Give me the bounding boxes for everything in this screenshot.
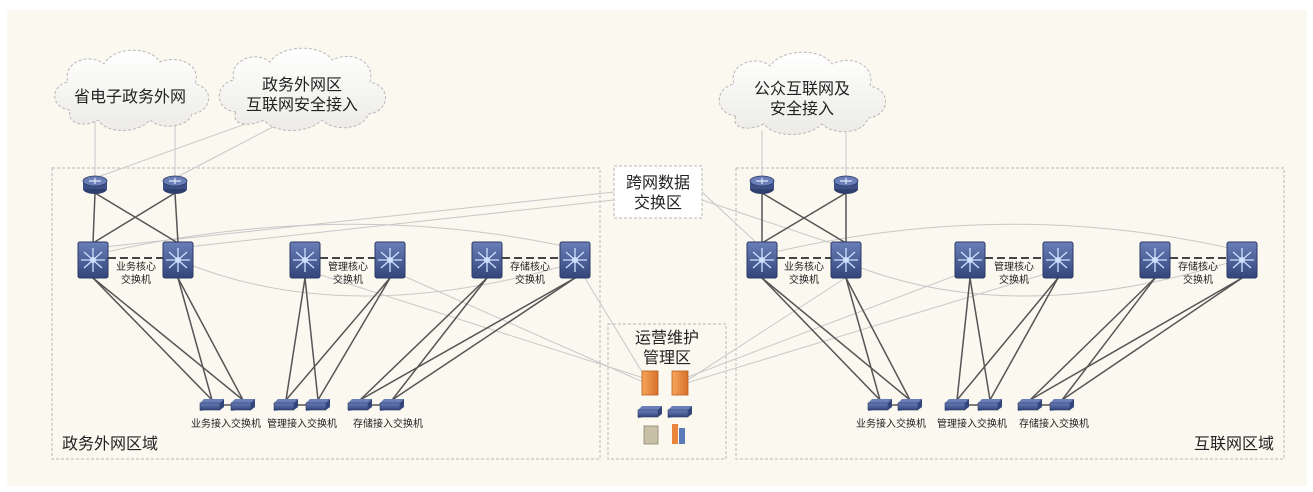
business-core-label-1: 业务核心: [116, 260, 156, 273]
core-switch-icon: [374, 241, 406, 279]
ops-zone: [607, 323, 727, 460]
mgmt-access-label: 管理接入交换机: [937, 417, 1007, 430]
cross-network-zone: [613, 165, 703, 219]
storage-access-label: 存储接入交换机: [353, 417, 423, 430]
access-switch-icon: [977, 398, 1003, 412]
router-icon: [749, 175, 775, 195]
server-icon: [641, 370, 659, 396]
internet-zone: [735, 167, 1285, 460]
mgmt-core-label-1: 管理核心: [994, 260, 1034, 273]
cloud-gov-secure: 政务外网区 互联网安全接入: [218, 47, 386, 131]
storage-core-label-1: 存储核心: [1178, 260, 1218, 273]
access-switch-icon: [944, 398, 970, 412]
dark-links: [92, 192, 1243, 401]
ops-zone-label-1: 运营维护: [635, 328, 699, 347]
cross-zone-label-1: 跨网数据: [626, 173, 690, 192]
business-core-label-1: 业务核心: [784, 260, 824, 273]
ops-zone-label-2: 管理区: [643, 348, 691, 367]
access-switch-icon: [379, 398, 405, 412]
mgmt-core-label-2: 交换机: [333, 273, 363, 286]
core-switch-icon: [1226, 241, 1258, 279]
workstation-icon: [643, 425, 659, 445]
access-switch-icon: [347, 398, 373, 412]
server-icon: [671, 370, 689, 396]
gov-zone-title: 政务外网区域: [62, 434, 158, 453]
cloud-gov-secure-line1: 政务外网区: [262, 75, 342, 94]
storage-core-label-1: 存储核心: [510, 260, 550, 273]
cloud-public-internet: 公众互联网及 安全接入: [718, 51, 886, 135]
mgmt-access-label: 管理接入交换机: [267, 417, 337, 430]
mgmt-core-label-2: 交换机: [999, 273, 1029, 286]
core-switch-icon: [954, 241, 986, 279]
business-core-label-2: 交换机: [121, 273, 151, 286]
router-icon: [82, 175, 108, 195]
access-switch-icon: [637, 405, 663, 419]
mgmt-core-label-1: 管理核心: [328, 260, 368, 273]
core-switch-icon: [746, 241, 778, 279]
access-switch-icon: [273, 398, 299, 412]
business-access-label: 业务接入交换机: [856, 417, 926, 430]
cloud-gov-secure-line2: 互联网安全接入: [246, 95, 358, 114]
access-switch-icon: [230, 398, 256, 412]
console-icon: [672, 424, 678, 444]
core-switch-icon: [1042, 241, 1074, 279]
cloud-public-line1: 公众互联网及: [754, 79, 850, 98]
access-switch-icon: [1017, 398, 1043, 412]
ops-servers: [637, 370, 693, 445]
cloud-gov-extranet-label: 省电子政务外网: [74, 87, 186, 106]
cloud-gov-extranet: 省电子政务外网: [54, 49, 210, 131]
core-switch-icon: [77, 241, 109, 279]
core-switch-icon: [162, 241, 194, 279]
internet-zone-title: 互联网区域: [1194, 434, 1274, 453]
business-access-label: 业务接入交换机: [191, 417, 261, 430]
core-switch-icon: [559, 241, 591, 279]
access-switch-icon: [199, 398, 225, 412]
storage-access-label: 存储接入交换机: [1019, 417, 1089, 430]
core-switch-icon: [1139, 241, 1171, 279]
access-switch-icon: [1049, 398, 1075, 412]
storage-core-label-2: 交换机: [1183, 273, 1213, 286]
cross-zone-label-2: 交换区: [634, 193, 682, 212]
light-links: [92, 73, 1247, 386]
console-icon: [679, 428, 685, 444]
router-icon: [833, 175, 859, 195]
storage-core-label-2: 交换机: [515, 273, 545, 286]
access-switch-icon: [667, 405, 693, 419]
core-switch-icon: [289, 241, 321, 279]
access-switch-icon: [867, 398, 893, 412]
access-switch-icon: [305, 398, 331, 412]
business-core-label-2: 交换机: [789, 273, 819, 286]
cloud-public-line2: 安全接入: [770, 99, 834, 118]
access-switch-icon: [897, 398, 923, 412]
core-switch-icon: [830, 241, 862, 279]
router-icon: [162, 175, 188, 195]
gov-extranet-zone: [51, 167, 601, 460]
core-switch-icon: [471, 241, 503, 279]
